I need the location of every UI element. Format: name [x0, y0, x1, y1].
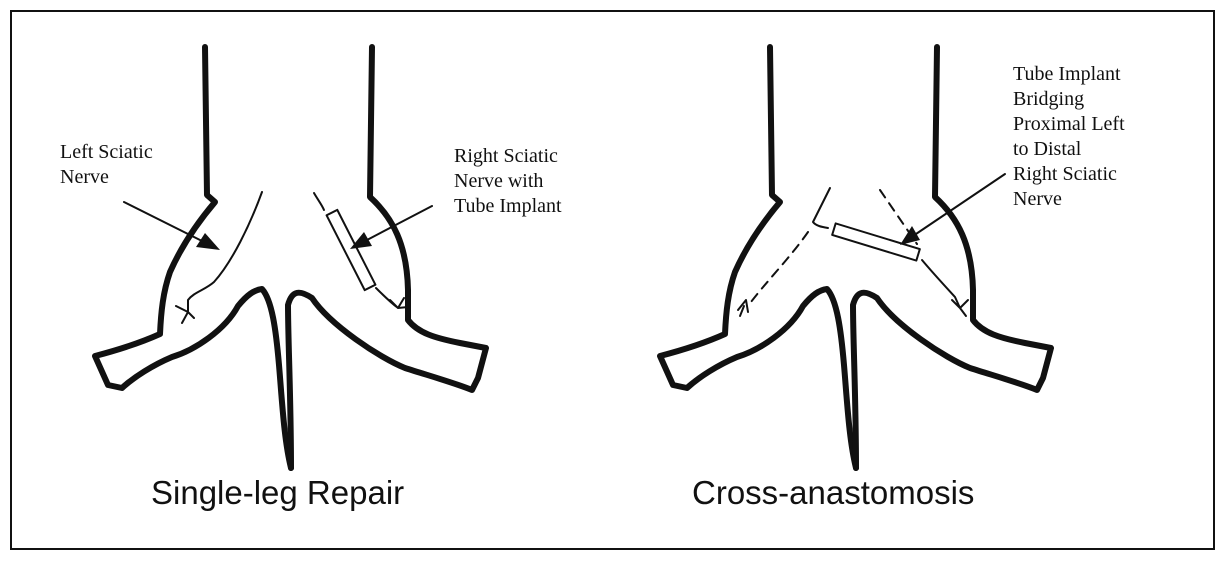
- arrowhead-tube-implant: [900, 226, 920, 245]
- right-nerve-distal: [922, 260, 968, 316]
- left-nerve-distal-dashed: [748, 232, 808, 306]
- label-left-sciatic-nerve: Left Sciatic Nerve: [60, 140, 153, 190]
- left-nerve-branches: [738, 300, 748, 316]
- label-tube-implant-bridging: Tube Implant Bridging Proximal Left to D…: [1013, 62, 1125, 212]
- panel-single-leg: [95, 47, 486, 468]
- right-sciatic-nerve-proximal: [314, 193, 324, 210]
- body-outline-right-side: [288, 47, 486, 468]
- caption-single-leg-repair: Single-leg Repair: [151, 474, 404, 512]
- caption-cross-anastomosis: Cross-anastomosis: [692, 474, 974, 512]
- body-outline-left-side: [95, 47, 291, 468]
- right-sciatic-nerve-distal: [376, 288, 408, 308]
- arrow-left-sciatic-nerve: [124, 202, 202, 241]
- body-outline-left-side-cross: [660, 47, 856, 468]
- label-right-sciatic-nerve-tube: Right Sciatic Nerve with Tube Implant: [454, 144, 562, 219]
- tube-implant-left-panel: [327, 210, 376, 290]
- panel-cross-anastomosis: [660, 47, 1051, 468]
- left-nerve-proximal-stub: [813, 188, 830, 228]
- left-sciatic-nerve: [176, 192, 262, 323]
- arrowhead-left-sciatic-nerve: [196, 233, 220, 250]
